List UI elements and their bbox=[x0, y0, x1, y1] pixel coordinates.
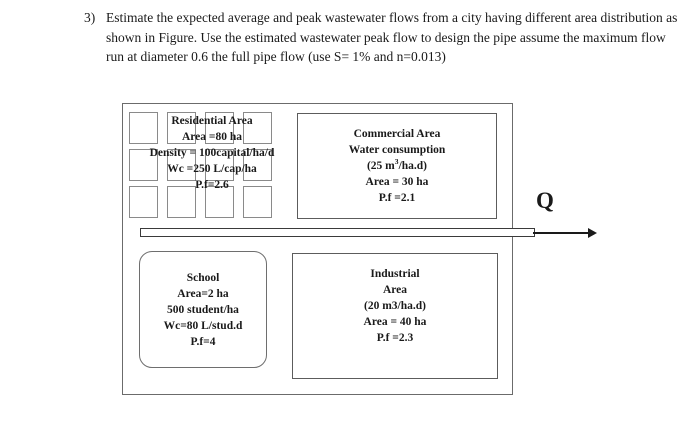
commercial-area-label: Commercial Area Water consumption (25 m3… bbox=[349, 126, 446, 206]
residential-building-block bbox=[167, 112, 196, 144]
flow-arrow-head-icon bbox=[588, 227, 597, 238]
industrial-title: Industrial bbox=[370, 268, 420, 280]
flow-arrow-line bbox=[533, 232, 591, 234]
commercial-title: Commercial Area bbox=[353, 128, 441, 140]
residential-building-block bbox=[205, 112, 234, 144]
residential-block-grid bbox=[129, 112, 275, 219]
school-students: 500 student/ha bbox=[167, 303, 239, 316]
flow-rate-label: Q bbox=[536, 188, 554, 213]
school-area-box: School Area=2 ha 500 student/ha Wc=80 L/… bbox=[139, 251, 267, 368]
question-text: Estimate the expected average and peak w… bbox=[106, 10, 678, 64]
school-area: Area=2 ha bbox=[177, 287, 229, 300]
residential-building-block bbox=[167, 149, 196, 181]
industrial-consumption: (20 m3/ha.d) bbox=[364, 300, 426, 312]
commercial-consumption-post: /ha.d) bbox=[398, 160, 428, 172]
commercial-area-box: Commercial Area Water consumption (25 m3… bbox=[297, 113, 497, 219]
residential-area: Area =80 ha bbox=[181, 131, 242, 143]
commercial-peak-factor: P.f =2.1 bbox=[378, 192, 416, 204]
residential-wc: Wc =250 L/cap/ha bbox=[167, 163, 257, 175]
residential-area-label: Residential Area Area =80 ha Density = 1… bbox=[119, 113, 305, 193]
sewer-pipe bbox=[140, 228, 535, 237]
residential-density: Density = 100capital/ha/d bbox=[149, 147, 275, 159]
industrial-subtitle: Area bbox=[382, 284, 408, 296]
commercial-consumption-pre: (25 m bbox=[366, 160, 395, 172]
residential-building-block bbox=[129, 112, 158, 144]
industrial-peak-factor: P.f =2.3 bbox=[376, 332, 414, 344]
school-peak-factor: P.f=4 bbox=[190, 335, 216, 348]
residential-building-block bbox=[243, 186, 272, 218]
residential-peak-factor: P.f=2.6 bbox=[195, 179, 229, 191]
question-number: 3) bbox=[84, 10, 96, 25]
commercial-consumption-exponent: 3 bbox=[394, 157, 399, 167]
residential-building-block bbox=[129, 186, 158, 218]
school-area-label: School Area=2 ha 500 student/ha Wc=80 L/… bbox=[164, 270, 243, 350]
industrial-area-label: Industrial Area (20 m3/ha.d) Area = 40 h… bbox=[364, 266, 427, 346]
residential-title: Residential Area bbox=[171, 115, 253, 127]
commercial-consumption-label: Water consumption bbox=[348, 144, 446, 156]
residential-building-block bbox=[243, 149, 272, 181]
school-wc: Wc=80 L/stud.d bbox=[163, 319, 243, 332]
commercial-consumption-value: (25 m3/ha.d) bbox=[349, 158, 446, 174]
figure-frame: Residential Area Area =80 ha Density = 1… bbox=[122, 103, 513, 395]
residential-building-block bbox=[243, 112, 272, 144]
industrial-area: Area = 40 ha bbox=[363, 316, 427, 328]
residential-building-block bbox=[205, 186, 234, 218]
industrial-area-box: Industrial Area (20 m3/ha.d) Area = 40 h… bbox=[292, 253, 498, 379]
school-title: School bbox=[186, 271, 220, 284]
question-block: 3) Estimate the expected average and pea… bbox=[84, 8, 684, 67]
residential-building-block bbox=[205, 149, 234, 181]
residential-building-block bbox=[129, 149, 158, 181]
residential-building-block bbox=[167, 186, 196, 218]
commercial-area: Area = 30 ha bbox=[365, 176, 429, 188]
question-row: 3) Estimate the expected average and pea… bbox=[84, 8, 684, 67]
